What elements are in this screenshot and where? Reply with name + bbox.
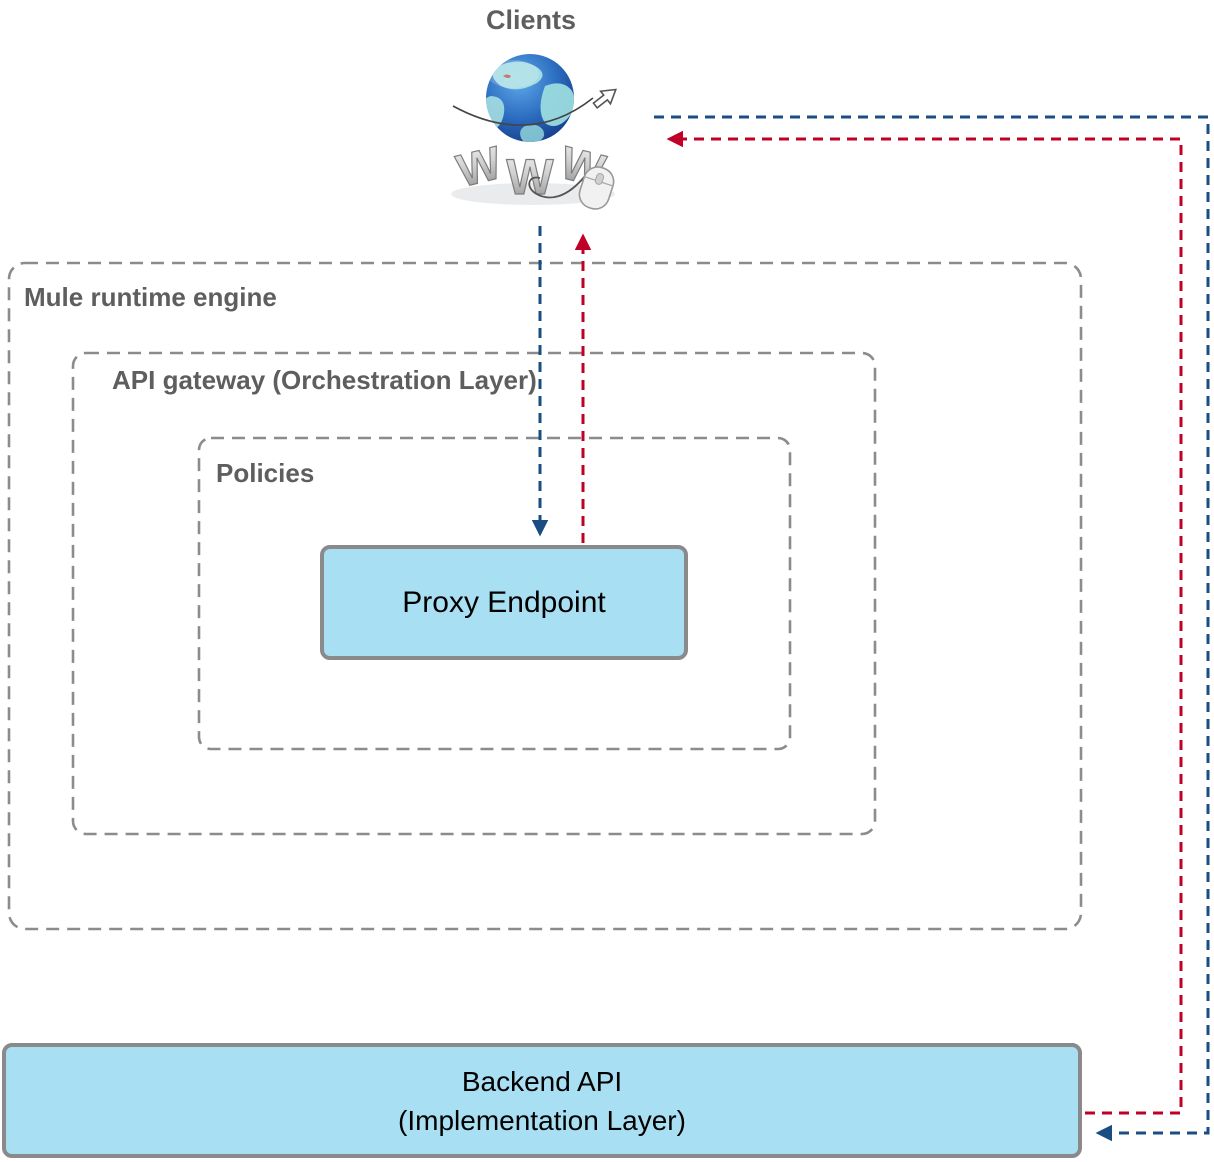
backend-api-label-line1: Backend API — [461, 1065, 623, 1097]
www-globe-with-mouse-icon: W W W — [451, 54, 618, 210]
clients-label: Clients — [485, 5, 577, 35]
response-arrow-backend-to-client — [666, 130, 1183, 1115]
policies-label: Policies — [216, 458, 315, 488]
proxy-endpoint-label: Proxy Endpoint — [402, 585, 606, 619]
svg-text:W: W — [452, 136, 507, 197]
request-arrow-client-to-backend — [654, 115, 1210, 1142]
backend-api-label-line2: (Implementation Layer) — [398, 1104, 686, 1136]
proxy-endpoint-node: Proxy Endpoint — [320, 545, 688, 660]
api-gateway-label: API gateway (Orchestration Layer) — [112, 365, 537, 395]
mule-runtime-label: Mule runtime engine — [24, 282, 277, 312]
globe-icon — [486, 54, 574, 142]
mouse-icon — [528, 166, 615, 210]
globe-shadow — [451, 183, 615, 205]
svg-text:W: W — [506, 149, 554, 205]
backend-api-node: Backend API (Implementation Layer) — [2, 1043, 1082, 1158]
orbit-arrow-icon — [452, 88, 618, 126]
